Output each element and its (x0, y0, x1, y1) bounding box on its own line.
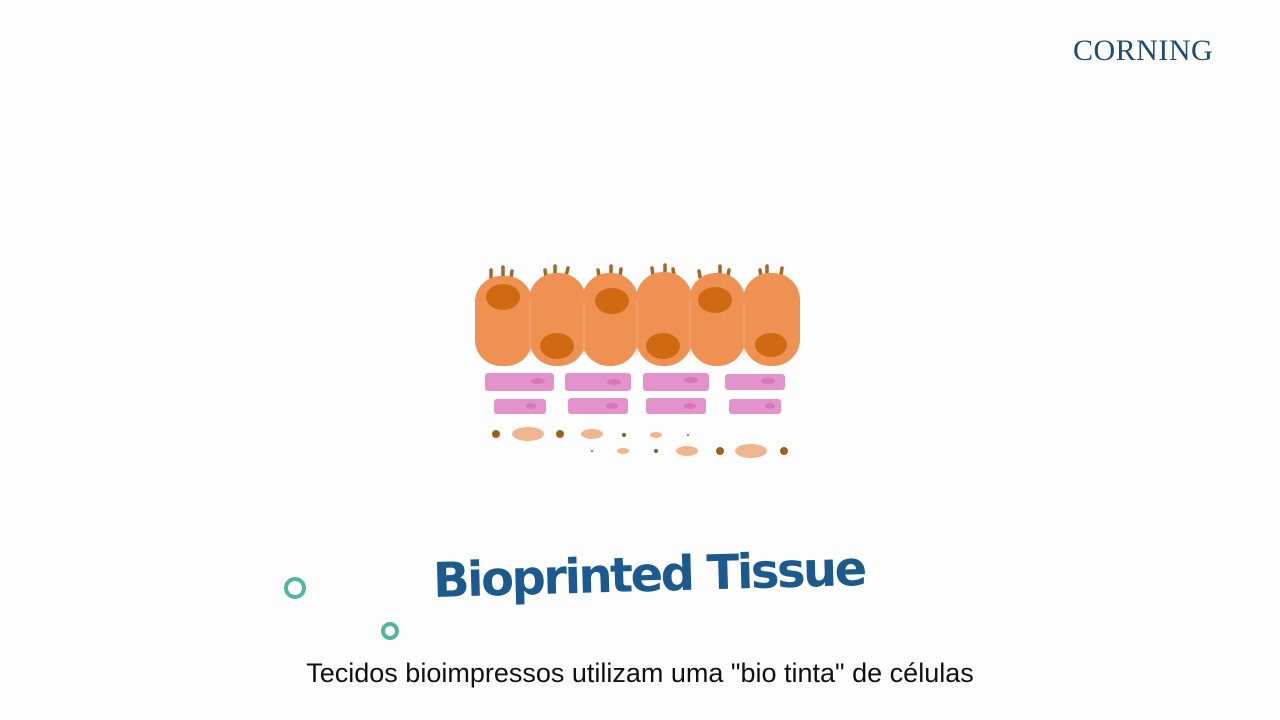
decorative-ring-icon (284, 577, 306, 599)
cell-3 (582, 273, 638, 366)
cell-5 (689, 273, 745, 366)
corning-logo: CORNING (1073, 34, 1214, 67)
cilia-group (489, 263, 784, 280)
nucleus (755, 333, 787, 357)
nucleus (646, 333, 680, 359)
subtitle-caption: Tecidos bioimpressos utilizam uma "bio t… (306, 658, 974, 688)
matrix-bars-group (485, 373, 785, 414)
decorative-ring-icon (381, 622, 399, 640)
nucleus (595, 288, 629, 314)
nucleus (698, 287, 732, 313)
particles-group (492, 427, 788, 458)
nucleus (540, 333, 574, 359)
nuclei-group (486, 284, 787, 359)
nucleus (486, 284, 520, 310)
